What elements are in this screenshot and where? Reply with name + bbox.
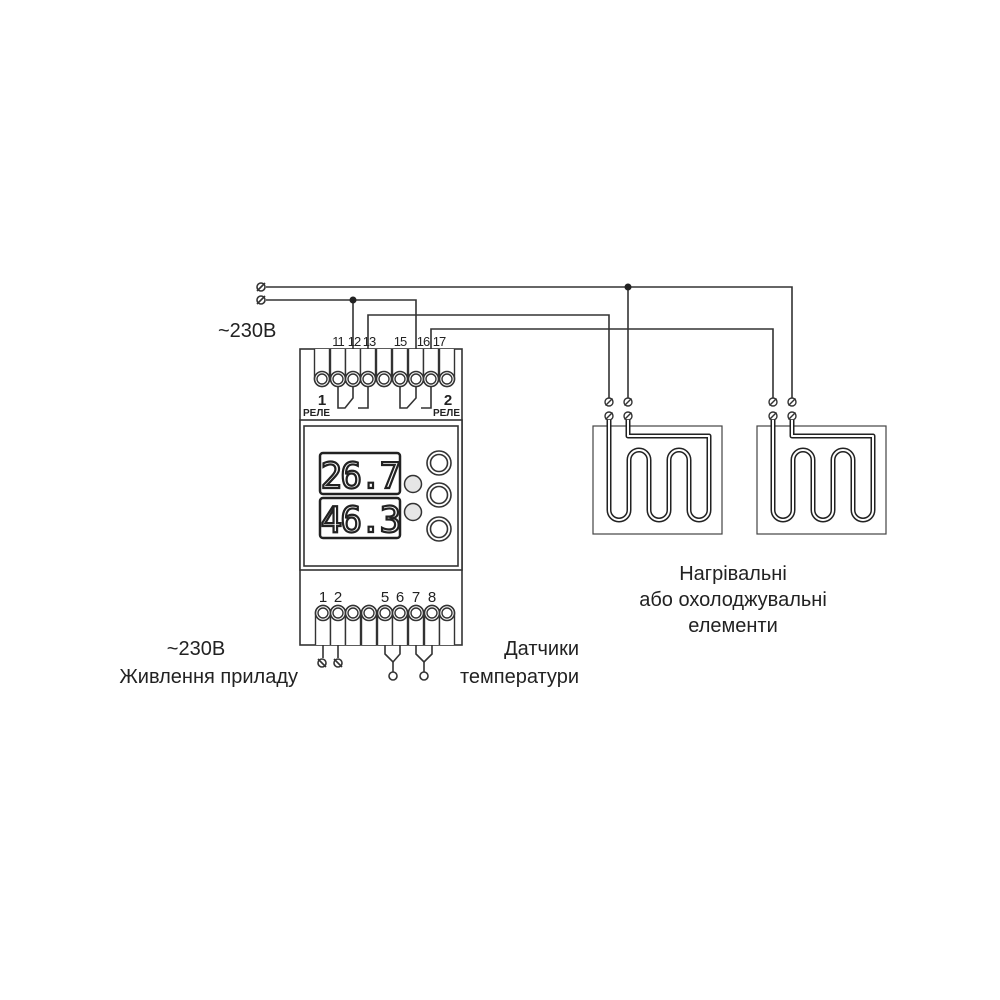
relay-1-label: РЕЛЕ	[303, 408, 330, 419]
terminal-1-label: 1	[319, 589, 327, 606]
heating-element-1	[592, 397, 723, 535]
load-terminal	[623, 397, 633, 407]
relay-terminal-block	[313, 349, 456, 388]
load-terminal	[787, 397, 797, 407]
button-1[interactable]	[426, 450, 452, 476]
load-terminal	[623, 411, 633, 421]
terminal-11-label: 11	[332, 334, 344, 349]
terminal-17-label: 17	[433, 334, 446, 349]
terminal-screw	[423, 604, 441, 645]
terminal-screw	[438, 349, 456, 388]
loads-label-line2: або охолоджувальні	[639, 589, 827, 611]
terminal-screw	[375, 349, 393, 388]
terminal-16-label: 16	[417, 334, 430, 349]
sensor-wires	[384, 645, 433, 681]
relay-contacts	[337, 386, 432, 409]
terminal-6-label: 6	[396, 589, 404, 606]
terminal-screw	[313, 349, 331, 388]
terminal-screw	[407, 349, 425, 388]
terminal-screw	[314, 604, 332, 645]
power-label: Живлення приладу	[119, 666, 298, 688]
terminal-screw	[422, 349, 440, 388]
load-terminal	[604, 411, 614, 421]
load-terminal	[768, 397, 778, 407]
input-terminal-block	[314, 604, 456, 645]
terminal-screw	[391, 604, 409, 645]
power-voltage-label: ~230В	[167, 638, 225, 660]
terminal-8-label: 8	[428, 589, 436, 606]
display-top-value: 26.7	[321, 456, 400, 497]
terminal-15-label: 15	[394, 334, 407, 349]
heating-element-2	[756, 397, 887, 535]
terminal-screw	[376, 604, 394, 645]
relay-2-label: РЕЛЕ	[433, 408, 460, 419]
led-indicator-2	[403, 502, 423, 522]
relay-1-number: 1	[318, 392, 326, 409]
terminal-screw	[344, 349, 362, 388]
power-input-wires	[317, 645, 343, 668]
terminal-screw	[438, 604, 456, 645]
terminal-5-label: 5	[381, 589, 389, 606]
terminal-7-label: 7	[412, 589, 420, 606]
terminal-screw	[407, 604, 425, 645]
relay-terminal-labels: 11 12 13 15 16 17	[332, 334, 447, 349]
load-terminal	[787, 411, 797, 421]
load-terminal	[768, 411, 778, 421]
terminal-12-label: 12	[348, 334, 361, 349]
heating-elements	[592, 397, 887, 535]
terminal-screw	[344, 604, 362, 645]
sensors-label-line1: Датчики	[504, 638, 579, 660]
terminal-screw	[360, 604, 378, 645]
supply-voltage-label: ~230В	[218, 320, 276, 342]
terminal-2-label: 2	[334, 589, 342, 606]
display-bottom-value: 46.3	[321, 500, 400, 541]
terminal-screw	[329, 349, 347, 388]
led-indicator-1	[403, 474, 423, 494]
loads-label-line3: елементи	[688, 615, 778, 637]
supply-terminals	[256, 282, 266, 305]
button-3[interactable]	[426, 516, 452, 542]
terminal-screw	[359, 349, 377, 388]
relay-2-number: 2	[444, 392, 452, 409]
loads-label-line1: Нагрівальні	[679, 563, 787, 585]
display-bottom: 46.3	[318, 496, 402, 542]
input-terminal-labels: 1 2 5 6 7 8	[319, 589, 436, 606]
button-2[interactable]	[426, 482, 452, 508]
terminal-13-label: 13	[363, 334, 376, 349]
display-top: 26.7	[318, 451, 402, 498]
sensors-label-line2: температури	[460, 666, 579, 688]
load-terminal	[604, 397, 614, 407]
terminal-screw	[329, 604, 347, 645]
terminal-screw	[391, 349, 409, 388]
